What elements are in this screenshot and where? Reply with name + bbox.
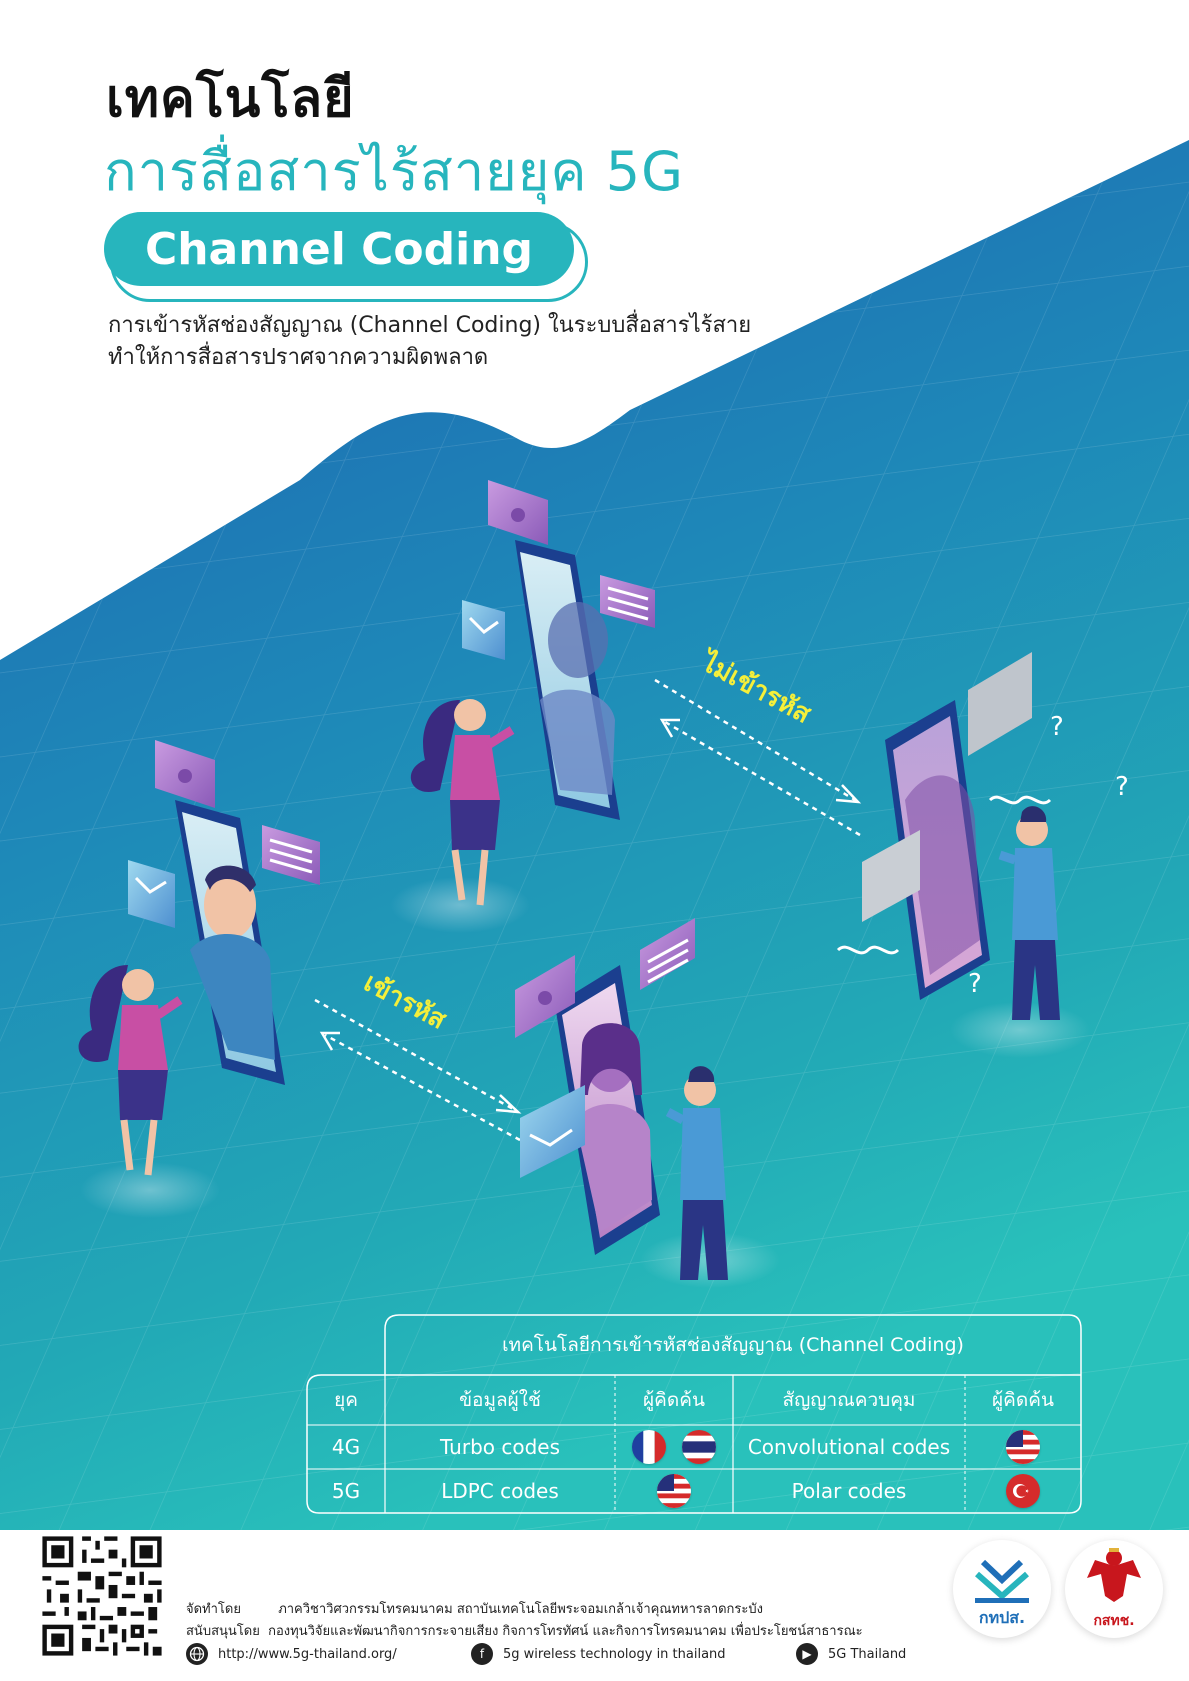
organizer-label: จัดทำโดย: [186, 1602, 241, 1617]
row-4g-control-inventors: [965, 1425, 1081, 1469]
phone-bottom-center: [515, 918, 695, 1255]
row-5g-era: 5G: [331, 1479, 361, 1503]
usa-flag-icon: [657, 1474, 691, 1508]
man-right: [998, 806, 1060, 1020]
phone-top-center: [462, 480, 655, 820]
table-grid: [306, 1314, 1082, 1514]
header-user-inventor: ผู้คิดค้น: [643, 1389, 705, 1411]
organizer-line: จัดทำโดย ภาควิชาวิศวกรรมโทรคมนาคม สถาบัน…: [186, 1598, 763, 1619]
woman-left: [78, 965, 183, 1176]
row-5g-control-inventors: [965, 1469, 1081, 1513]
floor-glow: [80, 1162, 220, 1218]
facebook-link[interactable]: f 5g wireless technology in thailand: [471, 1643, 726, 1665]
garuda-emblem-icon: [1087, 1548, 1141, 1602]
row-5g-user-data: LDPC codes: [441, 1479, 559, 1503]
row-4g-control: Convolutional codes: [747, 1435, 951, 1459]
description: การเข้ารหัสช่องสัญญาณ (Channel Coding) ใ…: [108, 310, 751, 374]
arrow-to-right: [654, 678, 856, 802]
phone-right-corrupted: [836, 652, 1052, 1000]
row-5g-user-inventors: [615, 1469, 733, 1513]
nbtc-logo-text: กสทช.: [1093, 1613, 1135, 1629]
channel-coding-badge: Channel Coding: [104, 212, 574, 286]
row-4g-user-data: Turbo codes: [439, 1435, 561, 1459]
row-4g-user-inventors: [615, 1425, 733, 1469]
usa-flag-icon: [1006, 1430, 1040, 1464]
footer-links: http://www.5g-thailand.org/ f 5g wireles…: [186, 1643, 946, 1669]
phone-left: [128, 740, 320, 1085]
turkey-flag-icon: [1006, 1474, 1040, 1508]
label-encoded: เข้ารหัส: [359, 968, 451, 1036]
thailand-flag-icon: [682, 1430, 716, 1464]
website-link[interactable]: http://www.5g-thailand.org/: [186, 1643, 397, 1665]
sponsor-line: สนับสนุนโดย กองทุนวิจัยและพัฒนากิจการกระ…: [186, 1620, 863, 1641]
row-4g-era: 4G: [331, 1435, 361, 1459]
header-control-inventor: ผู้คิดค้น: [992, 1389, 1054, 1411]
website-url: http://www.5g-thailand.org/: [218, 1646, 397, 1662]
btfp-logo: กทปส.: [953, 1540, 1051, 1638]
globe-icon: [186, 1643, 208, 1665]
man-bottom: [665, 1066, 728, 1280]
sponsor-label: สนับสนุนโดย: [186, 1624, 260, 1639]
france-flag-icon: [632, 1430, 666, 1464]
question-mark: ?: [968, 969, 982, 999]
sponsor-text: กองทุนวิจัยและพัฒนากิจการกระจายเสียง กิจ…: [268, 1624, 863, 1639]
youtube-link[interactable]: ▶ 5G Thailand: [796, 1643, 906, 1665]
youtube-icon: ▶: [796, 1643, 818, 1665]
facebook-icon: f: [471, 1643, 493, 1665]
btfp-logo-mark: [975, 1559, 1029, 1603]
youtube-name: 5G Thailand: [828, 1646, 907, 1662]
coding-table: เทคโนโลยีการเข้ารหัสช่องสัญญาณ (Channel …: [305, 1313, 1083, 1515]
organizer-text: ภาควิชาวิศวกรรมโทรคมนาคม สถาบันเทคโนโลยี…: [278, 1602, 763, 1617]
woman-top: [410, 699, 515, 906]
facebook-name: 5g wireless technology in thailand: [503, 1646, 726, 1662]
question-mark: ?: [1115, 772, 1129, 802]
header-user-data: ข้อมูลผู้ใช้: [459, 1389, 541, 1411]
arrow-to-left: [664, 720, 861, 837]
btfp-logo-text: กทปส.: [978, 1608, 1026, 1627]
header-control: สัญญาณควบคุม: [782, 1389, 916, 1411]
floor-glow: [390, 877, 530, 933]
row-5g-control: Polar codes: [791, 1479, 907, 1503]
description-line-2: ทำให้การสื่อสารปราศจากความผิดพลาด: [108, 345, 489, 370]
table-title: เทคโนโลยีการเข้ารหัสช่องสัญญาณ (Channel …: [502, 1334, 964, 1356]
description-line-1: การเข้ารหัสช่องสัญญาณ (Channel Coding) ใ…: [108, 313, 752, 338]
arrow-to-left-encoded: [324, 1033, 521, 1142]
qr-code[interactable]: [38, 1532, 166, 1660]
title-line-1: เทคโนโลยี: [106, 69, 355, 129]
label-not-encoded: ไม่เข้ารหัส: [694, 645, 816, 730]
question-mark: ?: [1050, 712, 1064, 742]
nbtc-logo: กสทช.: [1065, 1540, 1163, 1638]
title-line-2: การสื่อสารไร้สายยุค 5G: [104, 140, 684, 203]
header-era: ยุค: [334, 1389, 358, 1411]
arrow-to-right-encoded: [314, 998, 516, 1112]
